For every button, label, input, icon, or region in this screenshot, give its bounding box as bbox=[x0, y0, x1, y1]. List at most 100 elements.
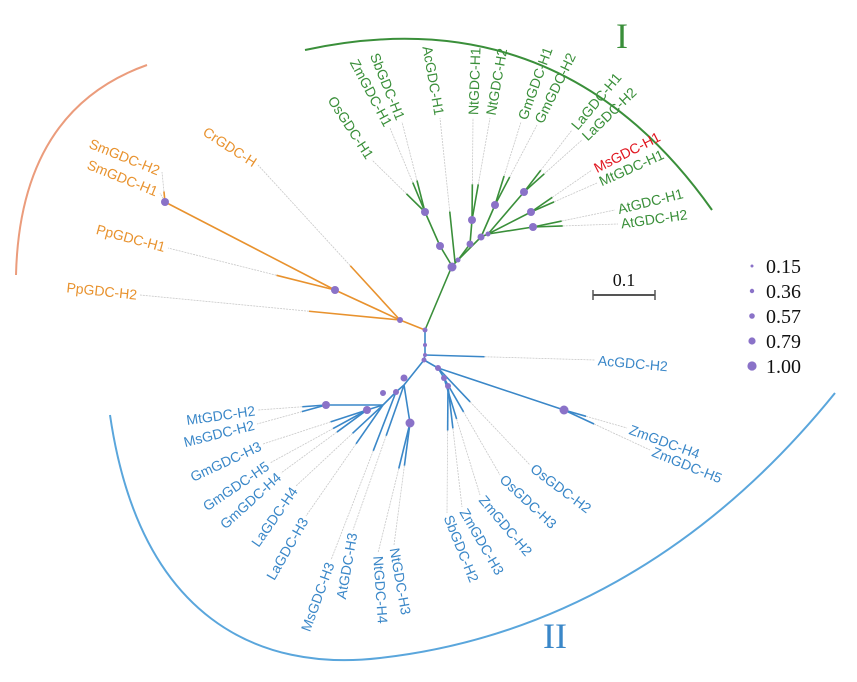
bootstrap-node-dot bbox=[468, 216, 476, 224]
tree-branch bbox=[164, 201, 336, 291]
leaf-leader-line bbox=[553, 182, 598, 203]
bootstrap-node-dot bbox=[455, 257, 461, 263]
bootstrap-node-dot bbox=[380, 390, 386, 396]
leaf-branch bbox=[530, 201, 555, 213]
leaf-leader-line bbox=[389, 127, 414, 183]
tree-branch bbox=[487, 211, 532, 235]
leaf-branch bbox=[563, 409, 595, 425]
leaf-branch bbox=[523, 173, 545, 193]
clade-II-arc bbox=[109, 392, 836, 662]
leaf-branch bbox=[523, 169, 542, 193]
bootstrap-node-dot bbox=[161, 198, 169, 206]
scale-bar-label: 0.1 bbox=[613, 270, 636, 290]
leaf-leader-line bbox=[257, 406, 303, 411]
leaf-leader-line bbox=[159, 192, 164, 200]
bootstrap-node-dot bbox=[441, 375, 447, 381]
leaf-leader-line bbox=[593, 423, 651, 451]
leaf-branch bbox=[494, 176, 511, 206]
tree-branch bbox=[382, 391, 397, 406]
leaf-leader-line bbox=[452, 428, 463, 508]
outgroup-arc bbox=[15, 64, 148, 276]
tree-branch bbox=[424, 265, 453, 331]
bootstrap-node-dot bbox=[421, 208, 429, 216]
leaf-leader-line bbox=[401, 121, 418, 181]
leaf-leader-line bbox=[257, 164, 351, 267]
legend-dot bbox=[748, 337, 756, 345]
leaf-branch bbox=[494, 175, 505, 206]
leaf-branch bbox=[336, 409, 368, 433]
bootstrap-node-dot bbox=[447, 262, 457, 272]
leaf-leader-line bbox=[439, 117, 451, 212]
leaf-label: CrGDC-H bbox=[200, 124, 260, 170]
bootstrap-node-dot bbox=[363, 406, 371, 414]
leaf-leader-line bbox=[544, 139, 583, 175]
leaf-branch bbox=[352, 404, 384, 434]
leaf-leader-line bbox=[509, 124, 538, 178]
leaf-branch bbox=[471, 184, 480, 221]
leaf-leader-line bbox=[562, 223, 619, 227]
legend-label: 0.36 bbox=[766, 281, 801, 303]
leaf-branch bbox=[332, 409, 368, 430]
bootstrap-node-dot bbox=[400, 374, 408, 382]
leaf-leader-line bbox=[256, 411, 302, 425]
tree-branch bbox=[487, 226, 534, 235]
leaf-leader-line bbox=[471, 117, 474, 185]
leaf-leader-line bbox=[585, 415, 628, 429]
bootstrap-node-dot bbox=[436, 242, 444, 250]
tree-branch bbox=[480, 204, 496, 238]
scale-bar: 0.1 bbox=[592, 270, 656, 300]
bootstrap-node-dot bbox=[393, 389, 399, 395]
tree-branch bbox=[399, 319, 426, 331]
bootstrap-node-dot bbox=[559, 405, 569, 415]
leaf-leader-line bbox=[167, 247, 277, 276]
leaf-label: NtGDC-H3 bbox=[387, 547, 415, 617]
leaf-branch bbox=[532, 220, 562, 228]
leaf-leader-line bbox=[484, 356, 596, 361]
bootstrap-node-dot bbox=[445, 383, 451, 389]
leaf-branch bbox=[398, 422, 411, 469]
bootstrap-node-dot bbox=[405, 418, 415, 428]
legend-label: 0.79 bbox=[766, 331, 801, 353]
bootstrap-node-dot bbox=[423, 353, 427, 357]
bootstrap-node-dot bbox=[477, 233, 485, 241]
tree-branch bbox=[469, 219, 473, 245]
leaf-leader-line bbox=[161, 171, 165, 192]
legend-label: 0.57 bbox=[766, 306, 801, 328]
leaf-leader-line bbox=[280, 431, 338, 474]
leaf-label: NtGDC-H2 bbox=[483, 47, 511, 117]
leaf-branch bbox=[372, 391, 397, 452]
clade-I-arc bbox=[304, 37, 713, 211]
bootstrap-node-dot bbox=[423, 343, 427, 347]
legend-label: 0.15 bbox=[766, 256, 801, 278]
leaf-leader-line bbox=[305, 443, 357, 517]
bootstrap-node-dot bbox=[397, 317, 403, 323]
leaf-branch bbox=[349, 265, 401, 321]
leaf-label: MsGDC-H3 bbox=[298, 560, 338, 634]
leaf-branch bbox=[276, 274, 336, 291]
bootstrap-node-dot bbox=[331, 286, 339, 294]
bootstrap-node-dot bbox=[527, 208, 535, 216]
tree-branch bbox=[487, 191, 525, 235]
leaf-leader-line bbox=[503, 121, 522, 177]
leaf-branch bbox=[403, 422, 411, 466]
leaf-branch bbox=[355, 404, 384, 445]
bootstrap-node-dot bbox=[520, 188, 528, 196]
tree-branch bbox=[403, 384, 411, 424]
leaf-leader-line bbox=[446, 430, 449, 514]
tree-branch bbox=[403, 359, 425, 386]
bootstrap-node-dot bbox=[322, 401, 330, 409]
leaf-label: NtGDC-H4 bbox=[370, 555, 391, 624]
tree-branch bbox=[437, 367, 565, 411]
legend-dot bbox=[747, 361, 757, 371]
leaf-branch bbox=[301, 404, 327, 413]
leaf-label: PpGDC-H2 bbox=[66, 279, 138, 302]
leaf-leader-line bbox=[540, 129, 573, 171]
leaf-label: NtGDC-H1 bbox=[465, 47, 483, 115]
legend-dot bbox=[750, 264, 754, 268]
leaf-label: AcGDC-H1 bbox=[419, 45, 447, 117]
bootstrap-node-dot bbox=[466, 240, 474, 248]
bootstrap-node-dot bbox=[422, 327, 428, 333]
leaf-leader-line bbox=[330, 450, 374, 561]
